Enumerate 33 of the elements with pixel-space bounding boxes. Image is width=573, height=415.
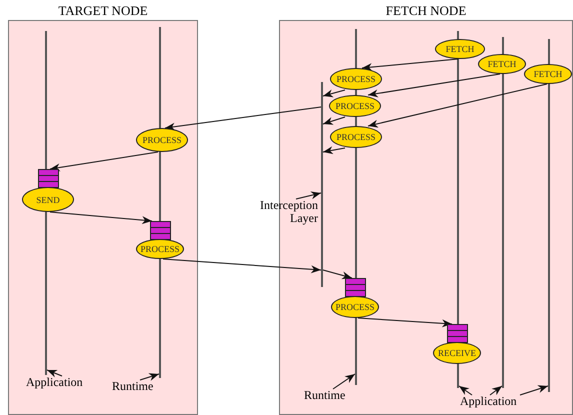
lifeline-label: Application xyxy=(26,376,98,391)
lifeline xyxy=(457,364,459,388)
arrow xyxy=(50,212,152,224)
lifeline-label: Application xyxy=(460,395,540,410)
lifeline xyxy=(355,318,357,385)
arrow xyxy=(322,270,352,280)
lifeline xyxy=(502,74,504,388)
layer-label: Interception Layer xyxy=(240,199,318,227)
leader-line xyxy=(490,386,502,396)
arrow xyxy=(358,318,452,328)
lifeline xyxy=(548,84,550,392)
leader-line xyxy=(520,385,548,396)
arrow xyxy=(50,152,158,172)
arrow xyxy=(322,116,346,125)
arrow xyxy=(322,90,346,98)
lifeline-label: Runtime xyxy=(112,380,168,395)
leader-line xyxy=(140,373,160,381)
leader-line xyxy=(332,374,356,390)
leader-line xyxy=(296,191,322,200)
lifeline xyxy=(45,212,47,375)
leader-line xyxy=(46,370,62,378)
lifeline xyxy=(321,82,323,287)
lifeline xyxy=(159,259,161,378)
leader-line xyxy=(458,386,472,396)
arrow xyxy=(322,146,346,154)
arrow xyxy=(368,74,500,98)
arrow xyxy=(362,58,458,72)
lifeline-label: Runtime xyxy=(304,389,360,404)
panel-title: FETCH NODE xyxy=(384,4,468,18)
panel-title: TARGET NODE xyxy=(57,4,149,18)
arrow xyxy=(164,106,322,131)
arrow xyxy=(368,84,548,128)
arrow xyxy=(162,258,322,274)
